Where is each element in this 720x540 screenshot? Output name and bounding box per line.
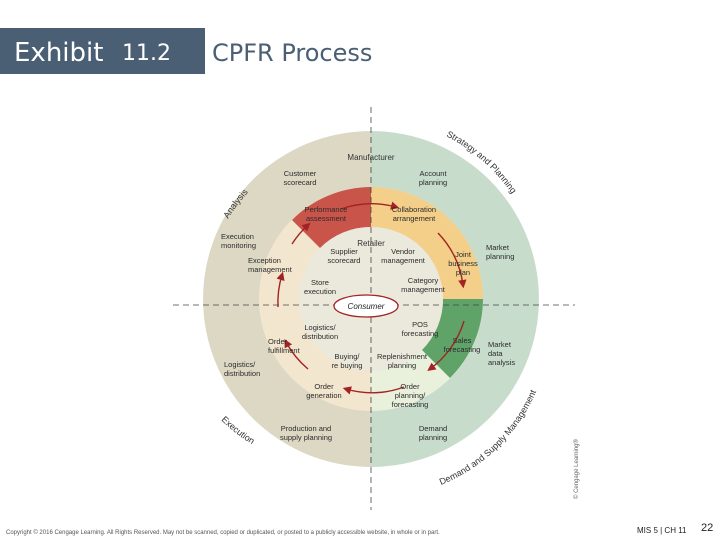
consumer-ellipse [333, 294, 399, 318]
retailer-label: Retailer [357, 239, 385, 248]
cycle-arrow-top [340, 201, 400, 210]
performance-segment [292, 187, 371, 248]
cpfr-diagram: Consumer Analysis Strategy and Planning … [128, 107, 581, 510]
side-credit: © Cengage Learning® [573, 439, 580, 499]
inner-ring-buying-re-buying-label: Buying/re buying [332, 352, 363, 370]
collaboration-segment [371, 187, 483, 299]
cycle-arrow-bottom [342, 386, 405, 395]
slide-title: CPFR Process [212, 39, 373, 67]
course-label: MIS 5 | CH 11 [637, 526, 687, 535]
copyright-notice: Copyright © 2016 Cengage Learning. All R… [6, 530, 440, 536]
cycle-arrow-left [276, 271, 285, 308]
exhibit-header-box [0, 28, 205, 74]
cpfr-cycle-diagram: Consumer Analysis Strategy and Planning … [173, 107, 580, 510]
inner-ring-logistics-distribution-label: Logistics/distribution [302, 323, 338, 341]
page-number: 22 [701, 522, 714, 534]
execution-arc-label: Execution [220, 414, 257, 446]
cycle-arrow-bottom-right [427, 320, 465, 371]
outer-ring-logistics-distribution-label: Logistics/distribution [224, 360, 260, 378]
cycle-arrow-top-left [291, 222, 311, 245]
consumer-label: Consumer [348, 302, 385, 311]
exhibit-number: 11.2 [122, 41, 171, 66]
cycle-arrow-bottom-left [284, 339, 309, 370]
manufacturer-label: Manufacturer [347, 153, 394, 162]
exhibit-label: Exhibit [14, 38, 104, 68]
cycle-arrow-top-right [437, 232, 467, 289]
sales-segment [422, 299, 483, 378]
